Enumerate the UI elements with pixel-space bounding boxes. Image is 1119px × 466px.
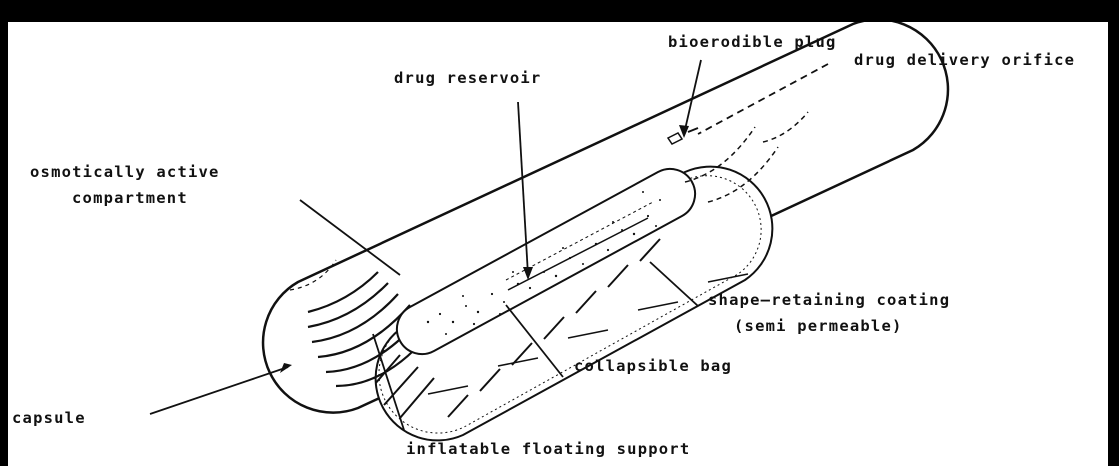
diagram-canvas: bioerodible plug drug reservoir drug del… <box>8 22 1108 466</box>
capsule-drawing <box>8 22 1108 466</box>
label-drug-reservoir: drug reservoir <box>394 68 541 88</box>
label-shape-line2: (semi permeable) <box>734 316 903 336</box>
label-osmotic-line1: osmotically active <box>30 162 220 182</box>
label-drug-delivery-orifice: drug delivery orifice <box>854 50 1075 70</box>
label-bioerodible-plug: bioerodible plug <box>668 32 837 52</box>
label-shape-line1: shape—retaining coating <box>708 290 950 310</box>
label-collapsible-bag: collapsible bag <box>574 356 732 376</box>
label-inflatable-support: inflatable floating support <box>406 439 690 459</box>
label-capsule: capsule <box>12 408 86 428</box>
label-osmotic-line2: compartment <box>72 188 188 208</box>
leader-capsule <box>150 367 288 414</box>
